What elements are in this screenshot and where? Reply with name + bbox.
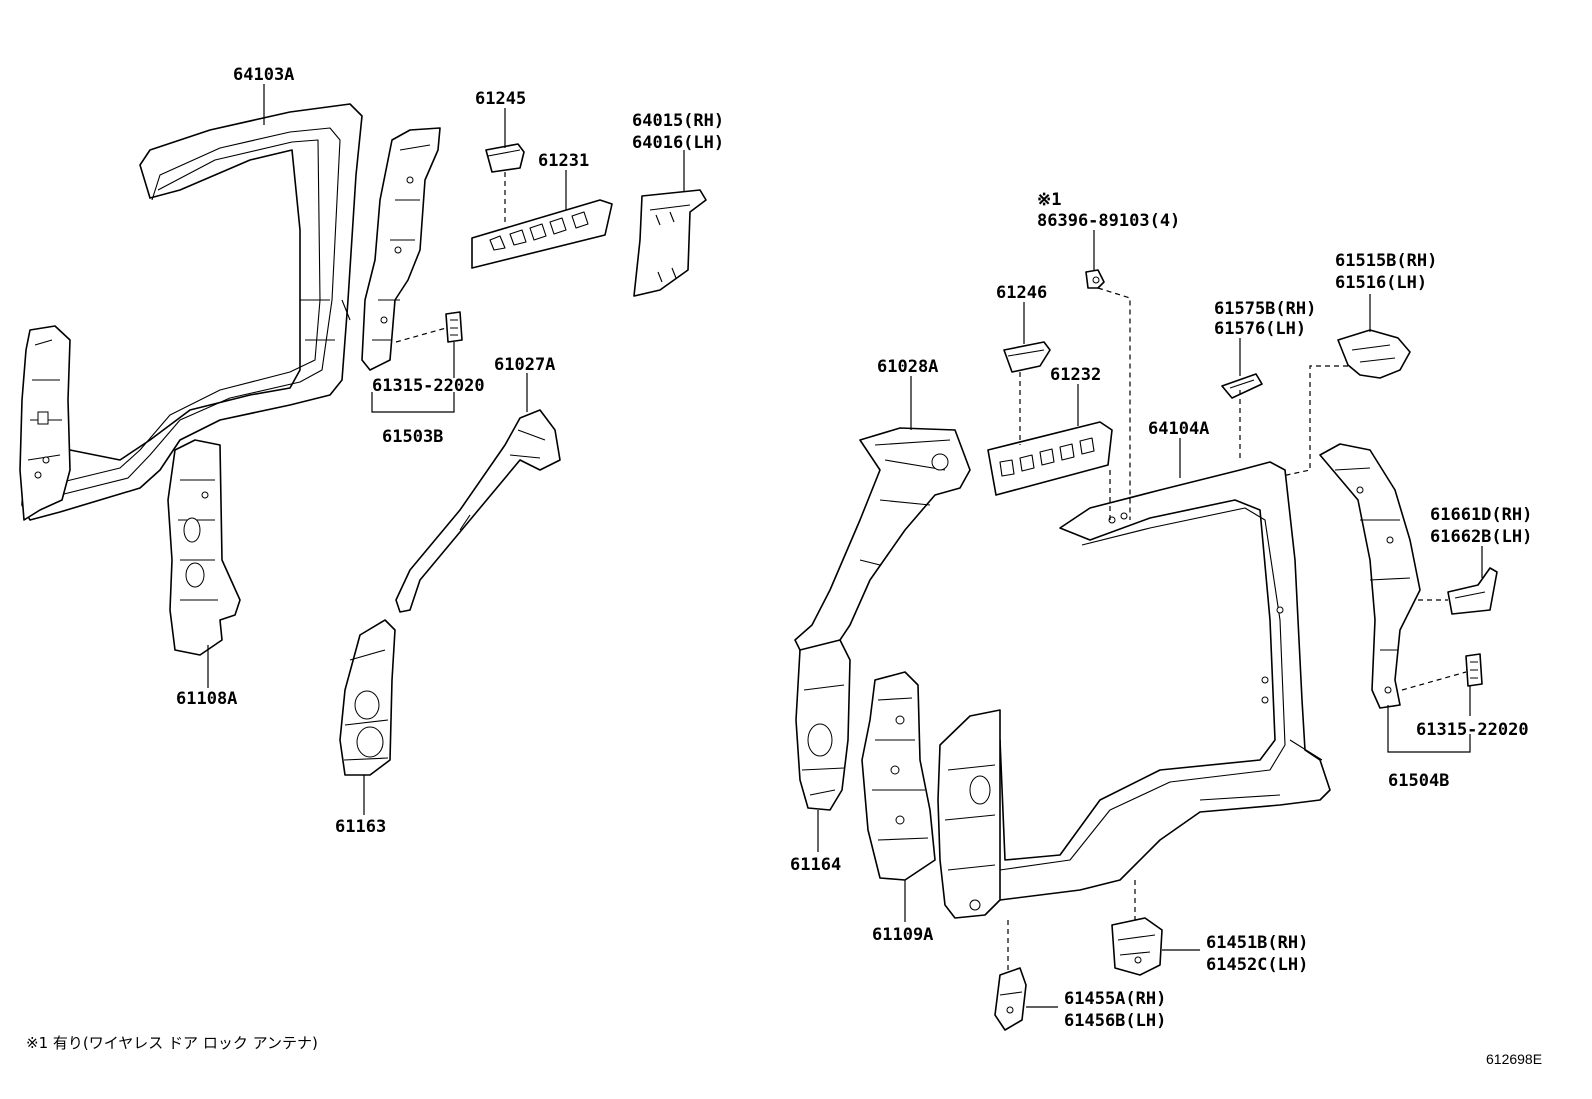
label-61455A-rh: 61455A(RH) [1064, 989, 1166, 1009]
part-61245-shape [485, 143, 525, 173]
label-61109A: 61109A [872, 925, 933, 945]
label-61661D-rh: 61661D(RH) [1430, 505, 1532, 525]
part-61503B-shape [361, 127, 441, 371]
part-61455A-shape [994, 967, 1027, 1031]
label-61504B: 61504B [1388, 771, 1449, 791]
part-64104A-shape [957, 461, 1331, 906]
part-61028A-shape [794, 427, 971, 651]
part-86396-shape [1085, 269, 1105, 289]
label-61028A: 61028A [877, 357, 938, 377]
label-61662B-lh: 61662B(LH) [1430, 527, 1532, 547]
part-61504B-shape [1319, 443, 1421, 709]
label-61456B-lh: 61456B(LH) [1064, 1011, 1166, 1031]
label-61575B-rh: 61575B(RH) [1214, 299, 1316, 319]
footnote: ※1 有り(ワイヤレス ドア ロック アンテナ) [26, 1034, 318, 1052]
part-front-frame-right [937, 709, 1001, 919]
label-61108A: 61108A [176, 689, 237, 709]
part-61575B-shape [1221, 373, 1263, 399]
part-61232-shape [987, 421, 1113, 496]
label-64103A: 64103A [233, 65, 294, 85]
label-61503B: 61503B [382, 427, 443, 447]
label-61163: 61163 [335, 817, 386, 837]
label-61164: 61164 [790, 855, 841, 875]
part-61027A-shape [395, 409, 561, 613]
part-61515B-shape [1337, 329, 1411, 379]
label-86396-89103: 86396-89103(4) [1037, 211, 1180, 231]
part-labels: 64103A 61245 64015(RH) 64016(LH) 61231 6… [176, 65, 1532, 1031]
diagram-code: 612698E [1486, 1051, 1542, 1067]
dashed-lines [395, 172, 1467, 970]
label-61315-22020-left: 61315-22020 [372, 376, 485, 396]
label-61516-lh: 61516(LH) [1335, 273, 1427, 293]
part-61108A-shape [167, 439, 241, 656]
part-61109A-shape [861, 671, 936, 881]
part-61315-left-shape [445, 311, 463, 343]
label-note-mark: ※1 [1037, 190, 1061, 210]
label-64016-lh: 64016(LH) [632, 133, 724, 153]
label-64104A: 64104A [1148, 419, 1209, 439]
part-64015-shape [633, 189, 707, 297]
label-61452C-lh: 61452C(LH) [1206, 955, 1308, 975]
part-61451B-shape [1111, 917, 1163, 976]
label-61231: 61231 [538, 151, 589, 171]
part-61246-shape [1003, 341, 1051, 373]
part-64103A-shape [19, 103, 363, 521]
leader-lines [207, 84, 1483, 1008]
part-61164-shape [795, 639, 851, 811]
label-61515B-rh: 61515B(RH) [1335, 251, 1437, 271]
label-61232: 61232 [1050, 365, 1101, 385]
label-64015-rh: 64015(RH) [632, 111, 724, 131]
label-61576-lh: 61576(LH) [1214, 319, 1306, 339]
part-61315-right-shape [1465, 653, 1483, 687]
part-61163-shape [339, 619, 396, 776]
part-61231-shape [471, 199, 613, 269]
label-61246: 61246 [996, 283, 1047, 303]
label-61245: 61245 [475, 89, 526, 109]
part-61661D-shape [1447, 567, 1498, 615]
label-61315-22020-right: 61315-22020 [1416, 720, 1529, 740]
label-61027A: 61027A [494, 355, 555, 375]
label-61451B-rh: 61451B(RH) [1206, 933, 1308, 953]
